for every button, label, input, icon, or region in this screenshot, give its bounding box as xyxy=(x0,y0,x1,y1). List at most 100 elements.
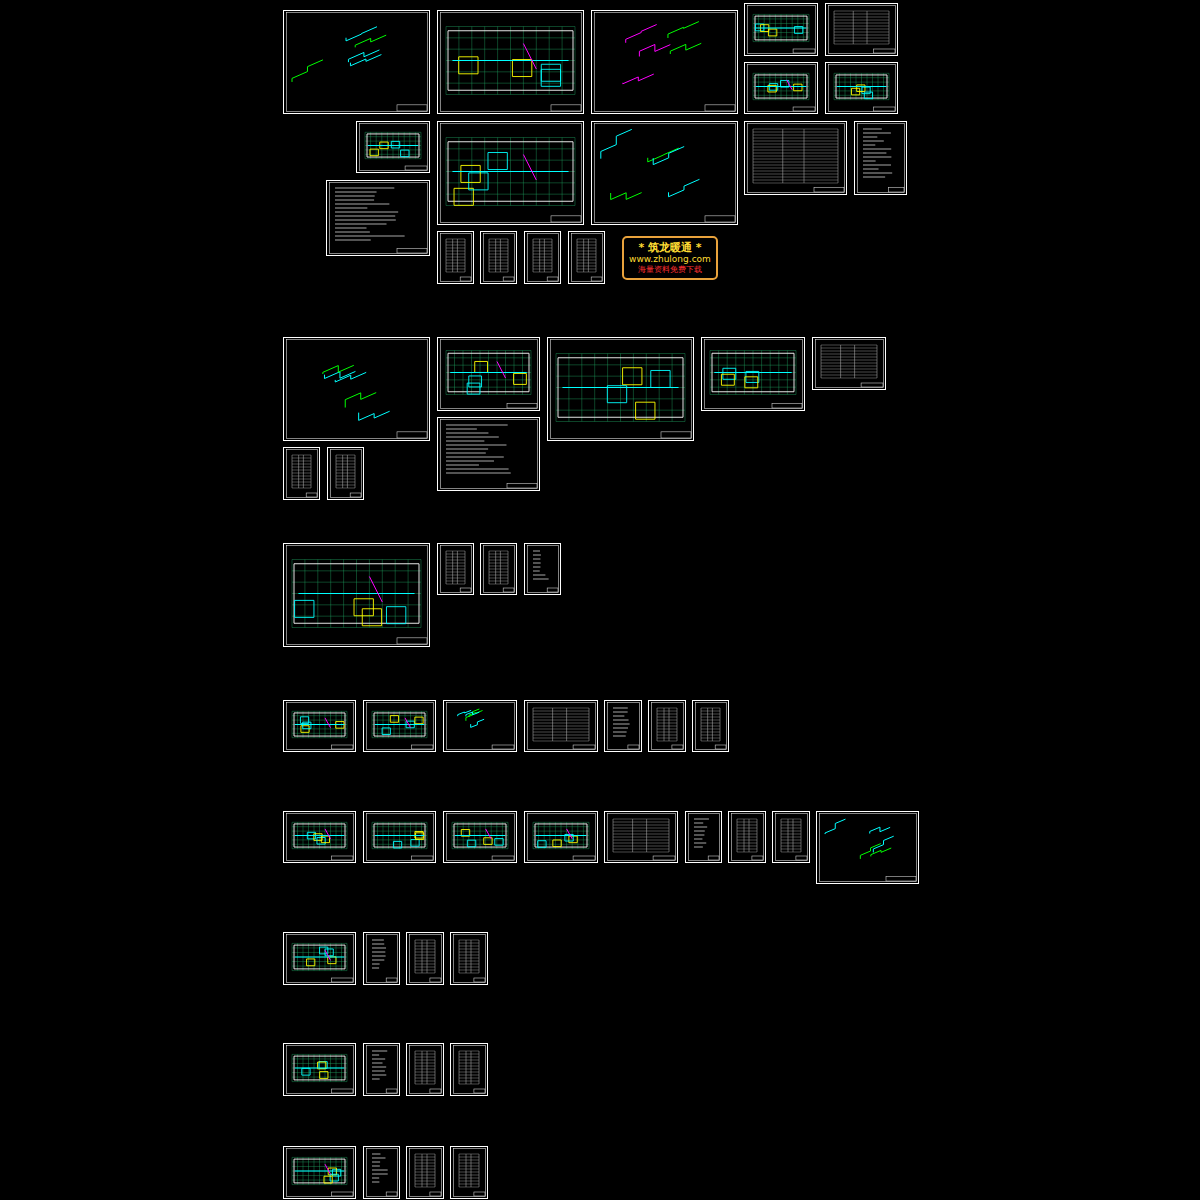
drawing-line xyxy=(336,464,355,465)
drawing-line xyxy=(863,161,876,162)
drawing-line xyxy=(821,348,877,349)
title-block xyxy=(793,49,815,53)
drawing-line xyxy=(446,83,575,84)
drawing-line xyxy=(701,729,720,730)
drawing-line xyxy=(292,1063,347,1064)
drawing-line xyxy=(446,350,531,351)
drawing-line xyxy=(753,99,809,100)
drawing-line xyxy=(372,956,386,957)
drawing-line xyxy=(415,1184,435,1185)
sheet-frame xyxy=(367,935,398,983)
drawing-line xyxy=(292,593,421,594)
drawing-line xyxy=(596,239,597,272)
sheet-border xyxy=(481,232,517,284)
drawing-line xyxy=(495,239,496,272)
drawing-line xyxy=(541,69,560,86)
title-block xyxy=(460,277,471,281)
drawing-line xyxy=(372,952,385,953)
drawing-line xyxy=(613,834,669,835)
drawing-line xyxy=(415,943,435,944)
sheet-frame xyxy=(441,546,472,593)
drawing-line xyxy=(737,825,757,826)
drawing-line xyxy=(292,961,347,962)
drawing-line xyxy=(657,735,677,736)
sheet-border xyxy=(649,701,686,752)
drawing-line xyxy=(489,584,508,585)
drawing-line xyxy=(533,248,552,249)
drawing-line xyxy=(701,741,720,742)
drawing-line xyxy=(613,819,614,852)
sheet-border xyxy=(605,812,678,863)
sheet-border xyxy=(605,701,642,752)
drawing-line xyxy=(613,736,626,737)
drawing-line xyxy=(657,717,677,718)
drawing-line xyxy=(415,1054,435,1055)
sheet-frame xyxy=(776,814,808,861)
drawing-sheet xyxy=(525,544,561,595)
drawing-line xyxy=(454,188,473,205)
drawing-line xyxy=(787,80,793,90)
drawing-line xyxy=(467,383,480,394)
drawing-sheet xyxy=(686,812,722,863)
drawing-line xyxy=(567,829,573,839)
sheet-frame xyxy=(816,340,884,388)
title-block xyxy=(503,588,514,592)
sheet-border xyxy=(438,11,584,114)
drawing-sheet xyxy=(481,232,517,284)
drawing-line xyxy=(292,943,347,944)
drawing-line xyxy=(533,717,589,718)
drawing-line xyxy=(701,726,720,727)
drawing-line xyxy=(446,566,465,567)
drawing-line xyxy=(821,357,877,358)
drawing-line xyxy=(374,824,425,847)
sheet-border xyxy=(407,1147,444,1199)
drawing-line xyxy=(292,826,347,827)
drawing-line xyxy=(714,372,791,373)
drawing-line xyxy=(354,599,373,616)
drawing-line xyxy=(489,254,508,255)
drawing-line xyxy=(367,134,419,157)
drawing-line xyxy=(345,393,376,408)
drawing-sheet xyxy=(605,701,642,752)
drawing-line xyxy=(292,1157,347,1158)
sheet-frame xyxy=(572,234,603,282)
drawing-line xyxy=(753,32,809,33)
drawing-line xyxy=(459,1175,479,1176)
drawing-line xyxy=(336,458,355,459)
drawing-line xyxy=(457,551,458,584)
drawing-line xyxy=(657,708,677,709)
drawing-line xyxy=(336,485,355,486)
drawing-line xyxy=(446,584,465,585)
drawing-line xyxy=(365,154,421,155)
drawing-line xyxy=(768,29,776,36)
drawing-line xyxy=(446,260,465,261)
title-block xyxy=(705,216,735,222)
drawing-line xyxy=(415,970,435,971)
drawing-line xyxy=(459,1172,479,1173)
drawing-line xyxy=(821,372,877,373)
drawing-line xyxy=(292,582,421,583)
sheet-border xyxy=(826,63,898,114)
title-block xyxy=(547,277,558,281)
drawing-line xyxy=(303,722,311,729)
drawing-line xyxy=(294,824,345,847)
drawing-line xyxy=(623,368,642,385)
drawing-line xyxy=(834,35,889,36)
drawing-line xyxy=(533,272,552,273)
drawing-line xyxy=(533,738,589,739)
drawing-line xyxy=(488,153,507,170)
drawing-line xyxy=(854,345,855,378)
drawing-line xyxy=(415,1066,435,1067)
title-block xyxy=(331,745,353,749)
sheet-frame xyxy=(689,814,720,861)
drawing-line xyxy=(336,461,355,462)
drawing-line xyxy=(486,829,492,839)
drawing-line xyxy=(365,136,421,137)
drawing-line xyxy=(292,1068,347,1069)
drawing-line xyxy=(422,1154,423,1187)
drawing-line xyxy=(336,467,355,468)
drawing-line xyxy=(669,179,700,196)
sheet-frame xyxy=(705,340,803,409)
drawing-line xyxy=(459,1154,479,1155)
drawing-line xyxy=(446,248,465,249)
